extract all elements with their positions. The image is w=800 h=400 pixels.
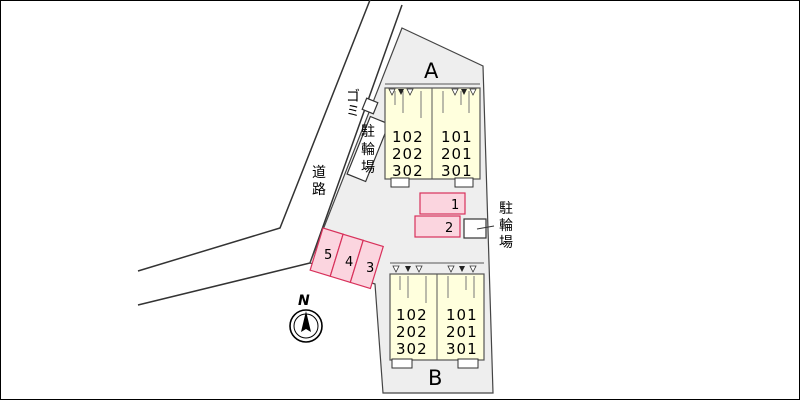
trash-station (361, 97, 379, 115)
room-a-301: 301 (441, 162, 473, 180)
room-a-302: 302 (392, 162, 424, 180)
room-a-102: 102 (392, 128, 424, 146)
trash-label-2: ミ (346, 104, 360, 120)
bike-parking-west (346, 115, 390, 183)
parking-label-3: 3 (366, 261, 374, 276)
bike-west-label-2: 輪 (361, 141, 375, 158)
trash-label-1: ゴ (346, 88, 360, 105)
parking-label-4: 4 (345, 255, 353, 270)
north-arrow-icon: N (289, 293, 323, 343)
bike-west-label-3: 場 (361, 160, 375, 176)
building-b-label: B (428, 366, 442, 390)
room-b-301: 301 (446, 340, 478, 358)
road-label-1: 道 (312, 165, 326, 181)
room-b-201: 201 (446, 323, 478, 341)
road-label-2: 路 (312, 182, 326, 198)
room-b-302: 302 (396, 340, 428, 358)
parking-space-3 (349, 239, 385, 290)
room-a-201: 201 (441, 145, 473, 163)
room-a-202: 202 (392, 145, 424, 163)
parking-label-1: 1 (451, 198, 459, 213)
parking-label-2: 2 (445, 221, 453, 236)
parking-label-5: 5 (324, 248, 332, 263)
parking-space-1 (419, 192, 466, 215)
bike-west-label-1: 駐 (361, 124, 375, 140)
room-b-102: 102 (396, 306, 428, 324)
building-a-label: A (424, 59, 439, 83)
room-b-101: 101 (446, 306, 478, 324)
parking-space-2 (414, 215, 461, 238)
building-a (384, 83, 481, 188)
bike-east-label-3: 場 (499, 235, 513, 251)
bike-east-label-2: 輪 (499, 217, 513, 234)
building-b (389, 262, 485, 369)
road-edge-north (137, 0, 371, 272)
north-label: N (298, 293, 310, 309)
room-a-101: 101 (441, 128, 473, 146)
parking-row-west (309, 227, 385, 290)
room-b-202: 202 (396, 323, 428, 341)
bike-east-label-1: 駐 (499, 201, 513, 217)
bike-parking-east (463, 218, 487, 239)
